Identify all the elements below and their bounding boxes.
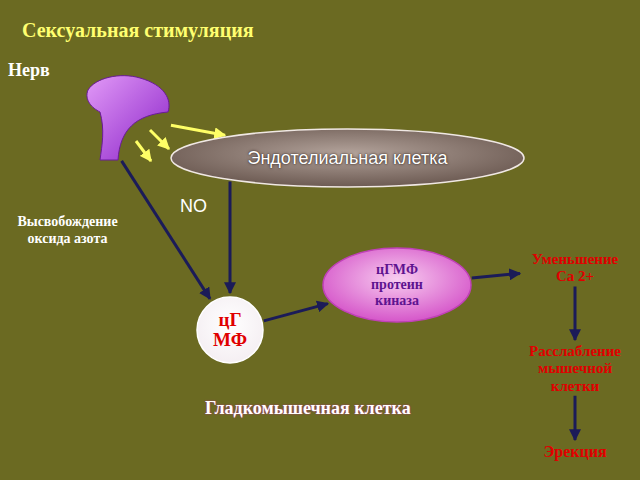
node-text: Эндотелиальная клетка [247,148,447,169]
node-text: Нерв [8,60,50,81]
connector-arrow [122,161,210,299]
process-step: Уменьшение Ca 2+ [523,251,627,286]
signal-arrow [136,141,151,161]
node-text: Эрекция [530,443,620,461]
connector-arrow [229,181,232,293]
nerve-shape [87,76,169,160]
endothelial-cell-shape [171,129,524,187]
kinase-ellipse-shape [323,248,471,322]
connector-arrow [171,125,225,135]
endothelial-cell: Эндотелиальная клетка [170,128,525,188]
cell-shape [0,244,640,480]
connector-arrow [472,273,520,278]
kinase-ellipse: цГМФ протеин киназа [322,247,472,323]
connector-arrow [574,396,577,440]
nerve-terminal: Нерв [8,60,170,160]
smooth-muscle-cell: Гладкомышечная клетка цГ МФ цГМФ протеин к… [0,240,640,480]
connector-arrow [574,287,577,341]
node-text: Гладкомышечная клетка [205,398,411,419]
node-text: Уменьшение Ca 2+ [523,251,627,286]
process-step: Расслабление мышечной клетки [521,343,629,395]
process-step: Эрекция [530,443,620,461]
connector-arrow [264,304,328,321]
cgmp-circle-shape [197,297,263,363]
node-text: Расслабление мышечной клетки [521,343,629,395]
signal-arrow [150,130,169,149]
cgmp-circle: цГ МФ [196,296,264,364]
slide-title: Сексуальная стимуляция [22,19,254,42]
edge-label: NO [180,196,207,217]
increase-symbol [269,328,271,348]
node-text: цГ МФ [210,310,250,350]
edge-label: Высвобождение оксида азота [5,214,130,248]
node-text: цГМФ протеин киназа [355,262,439,308]
